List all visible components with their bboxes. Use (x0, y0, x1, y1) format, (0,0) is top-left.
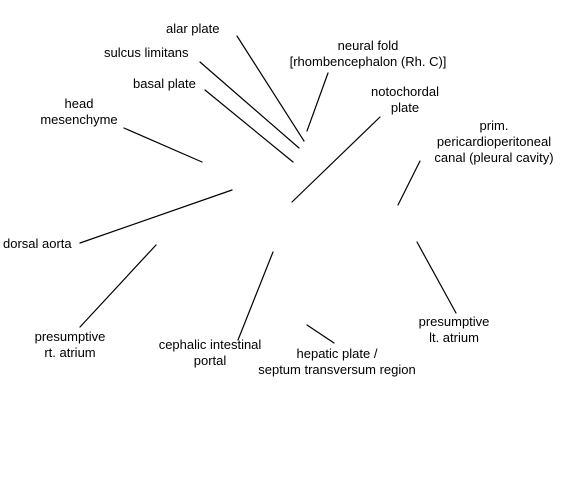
label-basal-plate: basal plate (133, 76, 196, 92)
leader-head-mesenchyme (123, 127, 203, 163)
label-pericardioperitoneal-canal: prim. pericardioperitoneal canal (pleura… (416, 118, 561, 166)
label-pericardioperitoneal-canal-line2: pericardioperitoneal (436, 134, 552, 149)
leader-rt-atrium (79, 244, 157, 328)
leader-neural-fold (306, 72, 329, 132)
label-cephalic-portal: cephalic intestinal portal (146, 337, 274, 369)
leader-alar-plate (236, 35, 305, 142)
label-dorsal-aorta: dorsal aorta (3, 236, 72, 252)
label-neural-fold-line2: [rhombencephalon (Rh. C)] (289, 54, 447, 69)
label-lt-atrium: presumptive lt. atrium (406, 314, 502, 346)
leader-cephalic-portal (237, 251, 274, 341)
label-sulcus-limitans-text: sulcus limitans (104, 45, 189, 60)
label-notochordal-plate-line1: notochordal (371, 84, 439, 99)
label-hepatic-plate-line1: hepatic plate / (296, 346, 378, 361)
label-lt-atrium-line1: presumptive (418, 314, 490, 329)
label-rt-atrium-line1: presumptive (34, 329, 106, 344)
label-notochordal-plate-line2: plate (390, 100, 420, 115)
leader-lt-atrium (416, 241, 457, 314)
label-alar-plate: alar plate (166, 21, 219, 37)
label-alar-plate-text: alar plate (166, 21, 220, 36)
label-sulcus-limitans: sulcus limitans (104, 45, 189, 61)
label-neural-fold: neural fold [rhombencephalon (Rh. C)] (270, 38, 466, 70)
label-rt-atrium: presumptive rt. atrium (22, 329, 118, 361)
label-rt-atrium-line2: rt. atrium (44, 345, 96, 360)
label-cephalic-portal-line2: portal (193, 353, 227, 368)
leader-notochordal-plate (291, 116, 381, 203)
label-pericardioperitoneal-canal-line3: canal (pleural cavity) (434, 150, 554, 165)
label-neural-fold-line1: neural fold (337, 38, 399, 53)
label-head-mesenchyme-line1: head (64, 96, 94, 111)
leader-dorsal-aorta (79, 189, 233, 244)
label-hepatic-plate: hepatic plate / septum transversum regio… (246, 346, 428, 378)
label-basal-plate-text: basal plate (133, 76, 196, 91)
label-notochordal-plate: notochordal plate (360, 84, 450, 116)
label-lt-atrium-line2: lt. atrium (429, 330, 479, 345)
leader-basal-plate (204, 89, 294, 163)
leader-pericardioperitoneal-canal (397, 160, 421, 206)
label-pericardioperitoneal-canal-line1: prim. (479, 118, 509, 133)
label-dorsal-aorta-text: dorsal aorta (3, 236, 72, 251)
label-head-mesenchyme: head mesenchyme (34, 96, 124, 128)
label-head-mesenchyme-line2: mesenchyme (40, 112, 118, 127)
label-hepatic-plate-line2: septum transversum region (258, 362, 416, 377)
leader-sulcus-limitans (199, 61, 300, 149)
label-cephalic-portal-line1: cephalic intestinal (158, 337, 262, 352)
leader-hepatic-plate (306, 324, 335, 344)
